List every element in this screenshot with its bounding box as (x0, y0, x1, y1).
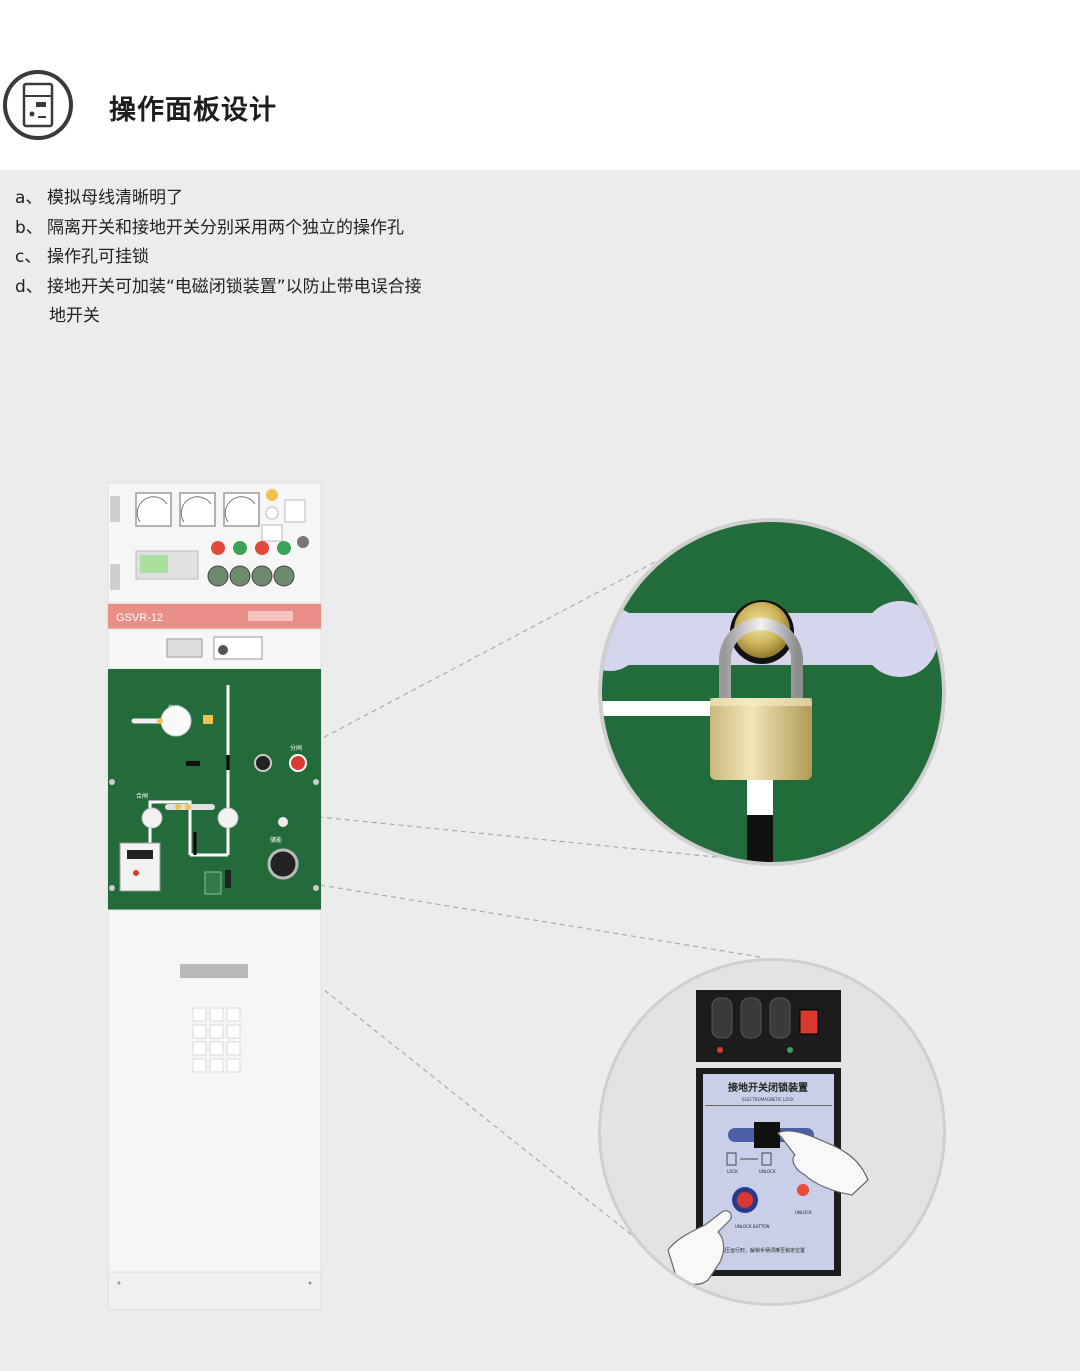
header: 操作面板设计 (0, 0, 1080, 170)
switchgear-cabinet: GSVR-12 (107, 482, 322, 1311)
list-item: d、接地开关可加装“电磁闭锁装置”以防止带电误合接地开关 (15, 273, 422, 332)
hand-pointer-icon (777, 1130, 869, 1196)
vent-grille (192, 1007, 241, 1073)
list-item: b、隔离开关和接地开关分别采用两个独立的操作孔 (15, 214, 422, 244)
content-area: a、模拟母线清晰明了 b、隔离开关和接地开关分别采用两个独立的操作孔 c、操作孔… (0, 170, 1080, 1371)
lock-label: LOCK (727, 1169, 738, 1174)
feature-text: 隔离开关和接地开关分别采用两个独立的操作孔 (47, 217, 404, 238)
model-label: GSVR-12 (116, 612, 163, 624)
feature-text: 接地开关可加装“电磁闭锁装置”以防止带电误合接 (47, 276, 422, 297)
list-item: a、模拟母线清晰明了 (15, 184, 422, 214)
feature-text: 模拟母线清晰明了 (47, 188, 183, 208)
unlock-button-label: UNLOCK BUTTON (735, 1224, 769, 1229)
indicator-lights (207, 541, 295, 587)
door-handle (180, 964, 248, 978)
lock-device-subtitle: ELECTROMAGNETIC LOCK (742, 1097, 794, 1102)
lock-note: 高压运行时，解锁手柄须推至锁定位置 (720, 1247, 805, 1254)
feature-list: a、模拟母线清晰明了 b、隔离开关和接地开关分别采用两个独立的操作孔 c、操作孔… (15, 184, 422, 332)
panel-label-close: 合闸 (136, 792, 148, 800)
panel-icon (3, 70, 73, 140)
lock-device-title: 接地开关闭锁装置 (728, 1081, 808, 1094)
feature-letter: c、 (15, 247, 42, 267)
panel-label-earthing: 接地 (168, 704, 180, 712)
panel-label-energy: 储能 (270, 836, 282, 844)
cabinet-illustration: GSVR-12 (107, 482, 946, 1311)
padlock-detail (598, 518, 946, 866)
release-label: UNLOCK (795, 1210, 812, 1215)
feature-letter: b、 (15, 217, 43, 238)
page-title: 操作面板设计 (109, 95, 277, 126)
callout-lines (204, 561, 761, 1249)
feature-letter: d、 (15, 276, 43, 297)
feature-text-continued: 地开关 (49, 306, 100, 326)
list-item: c、操作孔可挂锁 (15, 243, 422, 273)
feature-text: 操作孔可挂锁 (47, 247, 149, 267)
unlock-label: UNLOCK (759, 1169, 776, 1174)
electromagnetic-lock-detail: 接地开关闭锁装置 ELECTROMAGNETIC LOCK LOCK UNLOC… (598, 958, 946, 1306)
feature-letter: a、 (15, 188, 43, 208)
panel-label-open: 分闸 (290, 744, 302, 752)
meter-gauges (135, 492, 260, 527)
hand-pointer-icon (667, 1210, 732, 1285)
